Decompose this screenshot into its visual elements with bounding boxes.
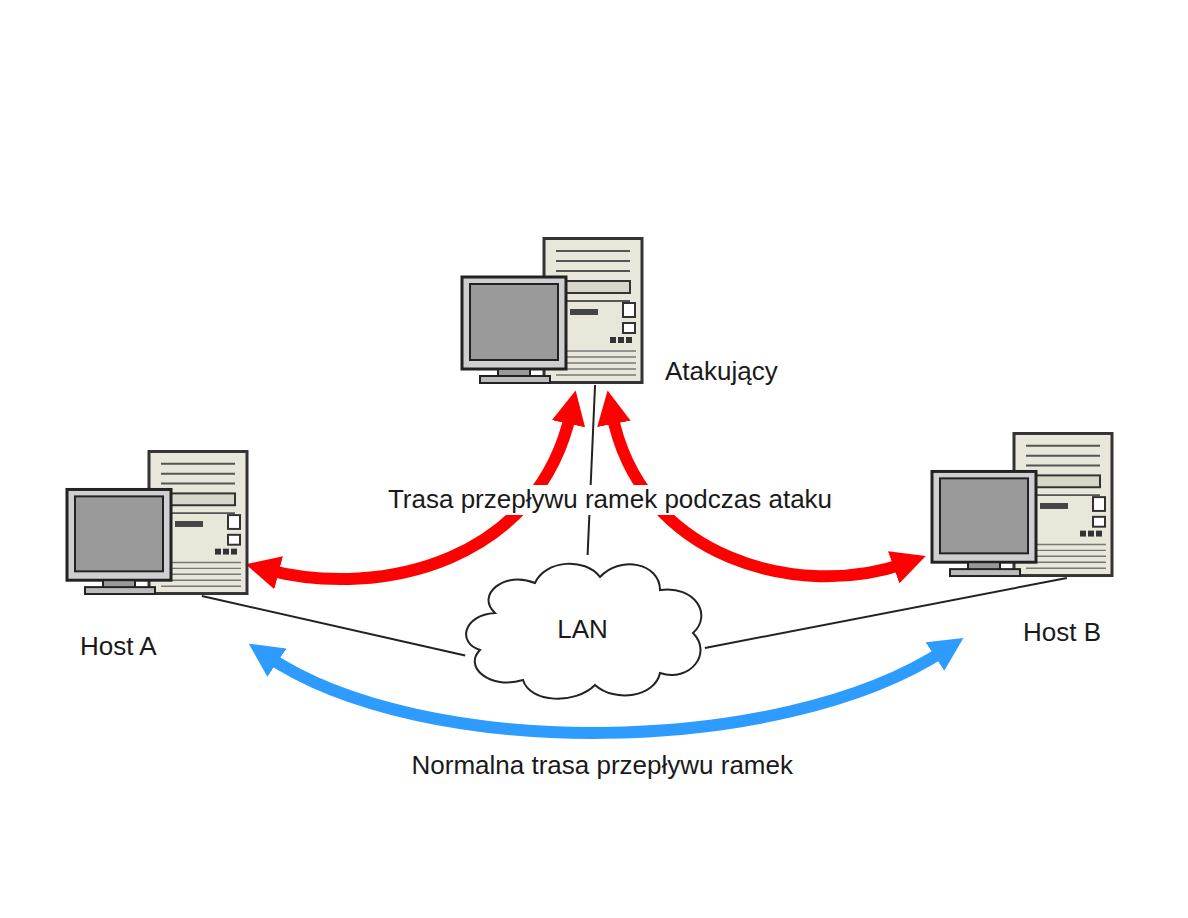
edge-label: Normalna trasa przepływu ramek	[409, 751, 796, 781]
node-label: Atakujący	[665, 357, 778, 387]
host-computer: Host B	[930, 432, 1115, 578]
network-link	[588, 385, 595, 555]
node-label: LAN	[557, 615, 608, 645]
node-label: Host B	[1023, 618, 1101, 648]
computer-illustration	[65, 450, 250, 596]
computer-illustration	[930, 432, 1115, 578]
attacker-computer: Atakujący	[460, 237, 645, 385]
network-link	[202, 596, 465, 656]
node-label: Host A	[80, 632, 157, 662]
arrow-caption: Trasa przepływu ramek podczas ataku	[385, 485, 835, 515]
network-link	[705, 578, 1067, 648]
computer-illustration	[460, 237, 645, 385]
lan-cloud: LAN	[455, 555, 710, 705]
host-computer: Host A	[65, 450, 250, 596]
